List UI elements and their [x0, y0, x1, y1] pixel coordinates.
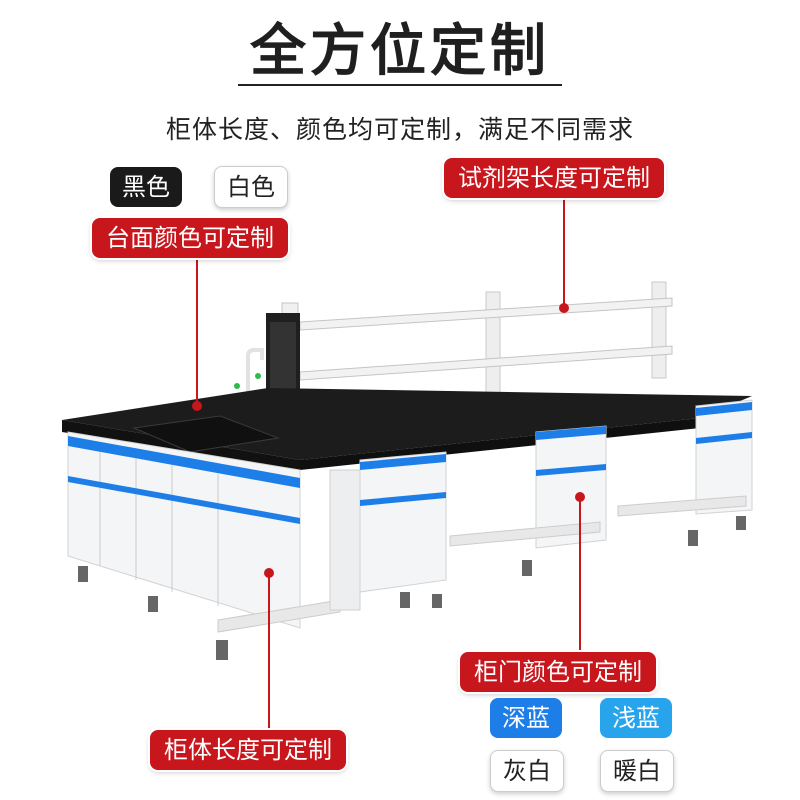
- door-color-gray-white: 灰白: [490, 750, 564, 792]
- left-cabinet: [67, 431, 341, 660]
- countertop-color-black: 黑色: [110, 167, 182, 207]
- door-color-tag: 柜门颜色可定制: [460, 652, 656, 692]
- shelf-dot: [559, 303, 569, 313]
- page-subtitle: 柜体长度、颜色均可定制，满足不同需求: [165, 115, 634, 144]
- faucet: [246, 348, 264, 410]
- body-length-tag: 柜体长度可定制: [150, 730, 346, 770]
- countertop-dot: [192, 401, 202, 411]
- door-dot: [575, 492, 585, 502]
- door-color-light-blue: 浅蓝: [600, 698, 672, 738]
- middle-drawer-unit: [359, 451, 447, 608]
- door-color-warm-white: 暖白: [600, 750, 674, 792]
- center-drawer-unit: [449, 425, 607, 576]
- door-leader: [579, 498, 581, 658]
- body-dot: [264, 568, 274, 578]
- title-underline: [238, 84, 562, 86]
- door-color-dark-blue: 深蓝: [490, 698, 562, 738]
- shelf-length-tag: 试剂架长度可定制: [444, 158, 664, 198]
- shelf-leader: [563, 196, 565, 308]
- sink: [132, 415, 280, 453]
- page-title: 全方位定制: [250, 19, 550, 84]
- countertop-color-white: 白色: [214, 166, 288, 208]
- body-leader: [268, 574, 270, 734]
- right-drawer-unit: [617, 399, 753, 546]
- countertop-color-tag: 台面颜色可定制: [92, 218, 288, 258]
- countertop-leader: [196, 254, 198, 406]
